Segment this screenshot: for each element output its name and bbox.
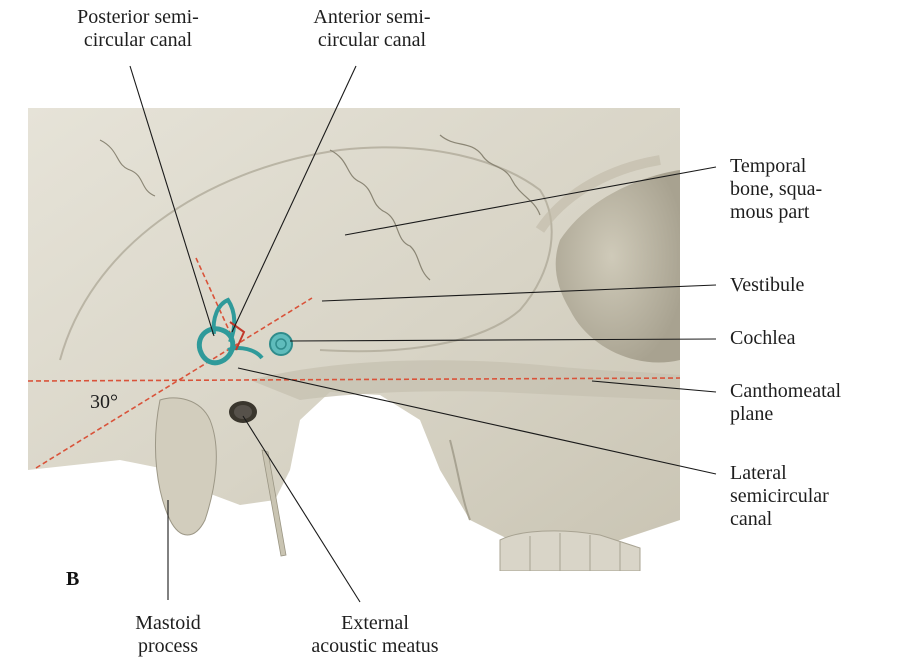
- label-posterior-semicircular-canal: Posterior semi- circular canal: [48, 6, 228, 52]
- label-external-acoustic-meatus: External acoustic meatus: [290, 612, 460, 658]
- label-lateral-semicircular-canal: Lateral semicircular canal: [730, 462, 829, 531]
- label-cochlea: Cochlea: [730, 327, 796, 350]
- panel-letter: B: [66, 568, 79, 591]
- label-vestibule: Vestibule: [730, 274, 804, 297]
- label-anterior-semicircular-canal: Anterior semi- circular canal: [292, 6, 452, 52]
- angle-label: 30°: [90, 391, 118, 414]
- label-canthomeatal-plane: Canthomeatal plane: [730, 380, 841, 426]
- label-temporal-bone-squamous-part: Temporal bone, squa- mous part: [730, 155, 822, 224]
- label-mastoid-process: Mastoid process: [98, 612, 238, 658]
